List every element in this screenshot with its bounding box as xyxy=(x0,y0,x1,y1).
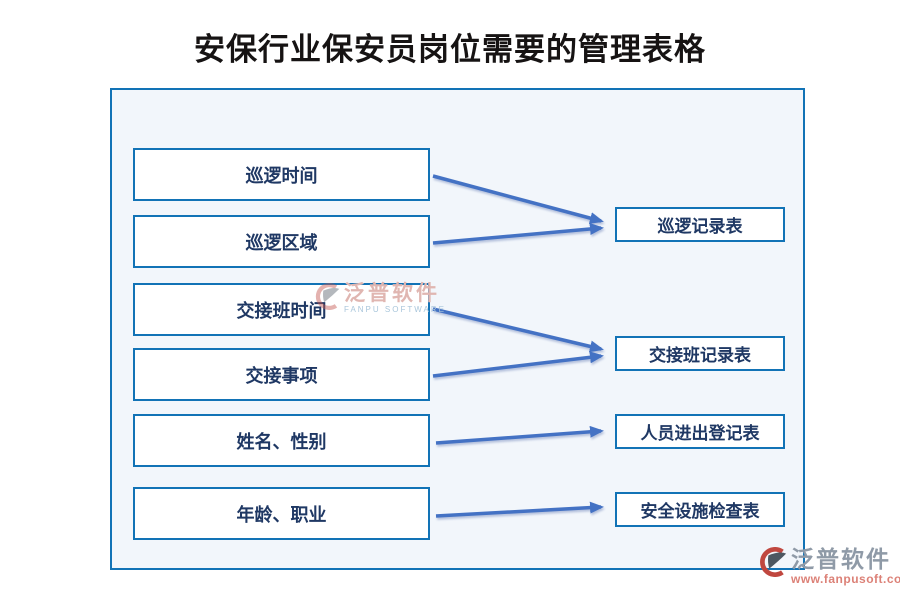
footer-brand: 泛普软件 www.fanpusoft.com xyxy=(758,547,900,586)
node-name-gender: 姓名、性别 xyxy=(133,414,430,467)
page-title: 安保行业保安员岗位需要的管理表格 xyxy=(194,32,706,67)
node-shift-time: 交接班时间 xyxy=(133,283,430,336)
node-entry-exit-register-table: 人员进出登记表 xyxy=(615,414,785,449)
node-handover-items: 交接事项 xyxy=(133,348,430,401)
footer-brand-url: www.fanpusoft.com xyxy=(791,572,900,586)
node-patrol-time: 巡逻时间 xyxy=(133,148,430,201)
node-patrol-record-table: 巡逻记录表 xyxy=(615,207,785,242)
node-shift-record-table: 交接班记录表 xyxy=(615,336,785,371)
footer-brand-name: 泛普软件 xyxy=(791,546,891,572)
fanpu-logo-icon xyxy=(760,547,787,577)
node-safety-facility-check-table: 安全设施检查表 xyxy=(615,492,785,527)
node-age-occupation: 年龄、职业 xyxy=(133,487,430,540)
node-patrol-area: 巡逻区域 xyxy=(133,215,430,268)
